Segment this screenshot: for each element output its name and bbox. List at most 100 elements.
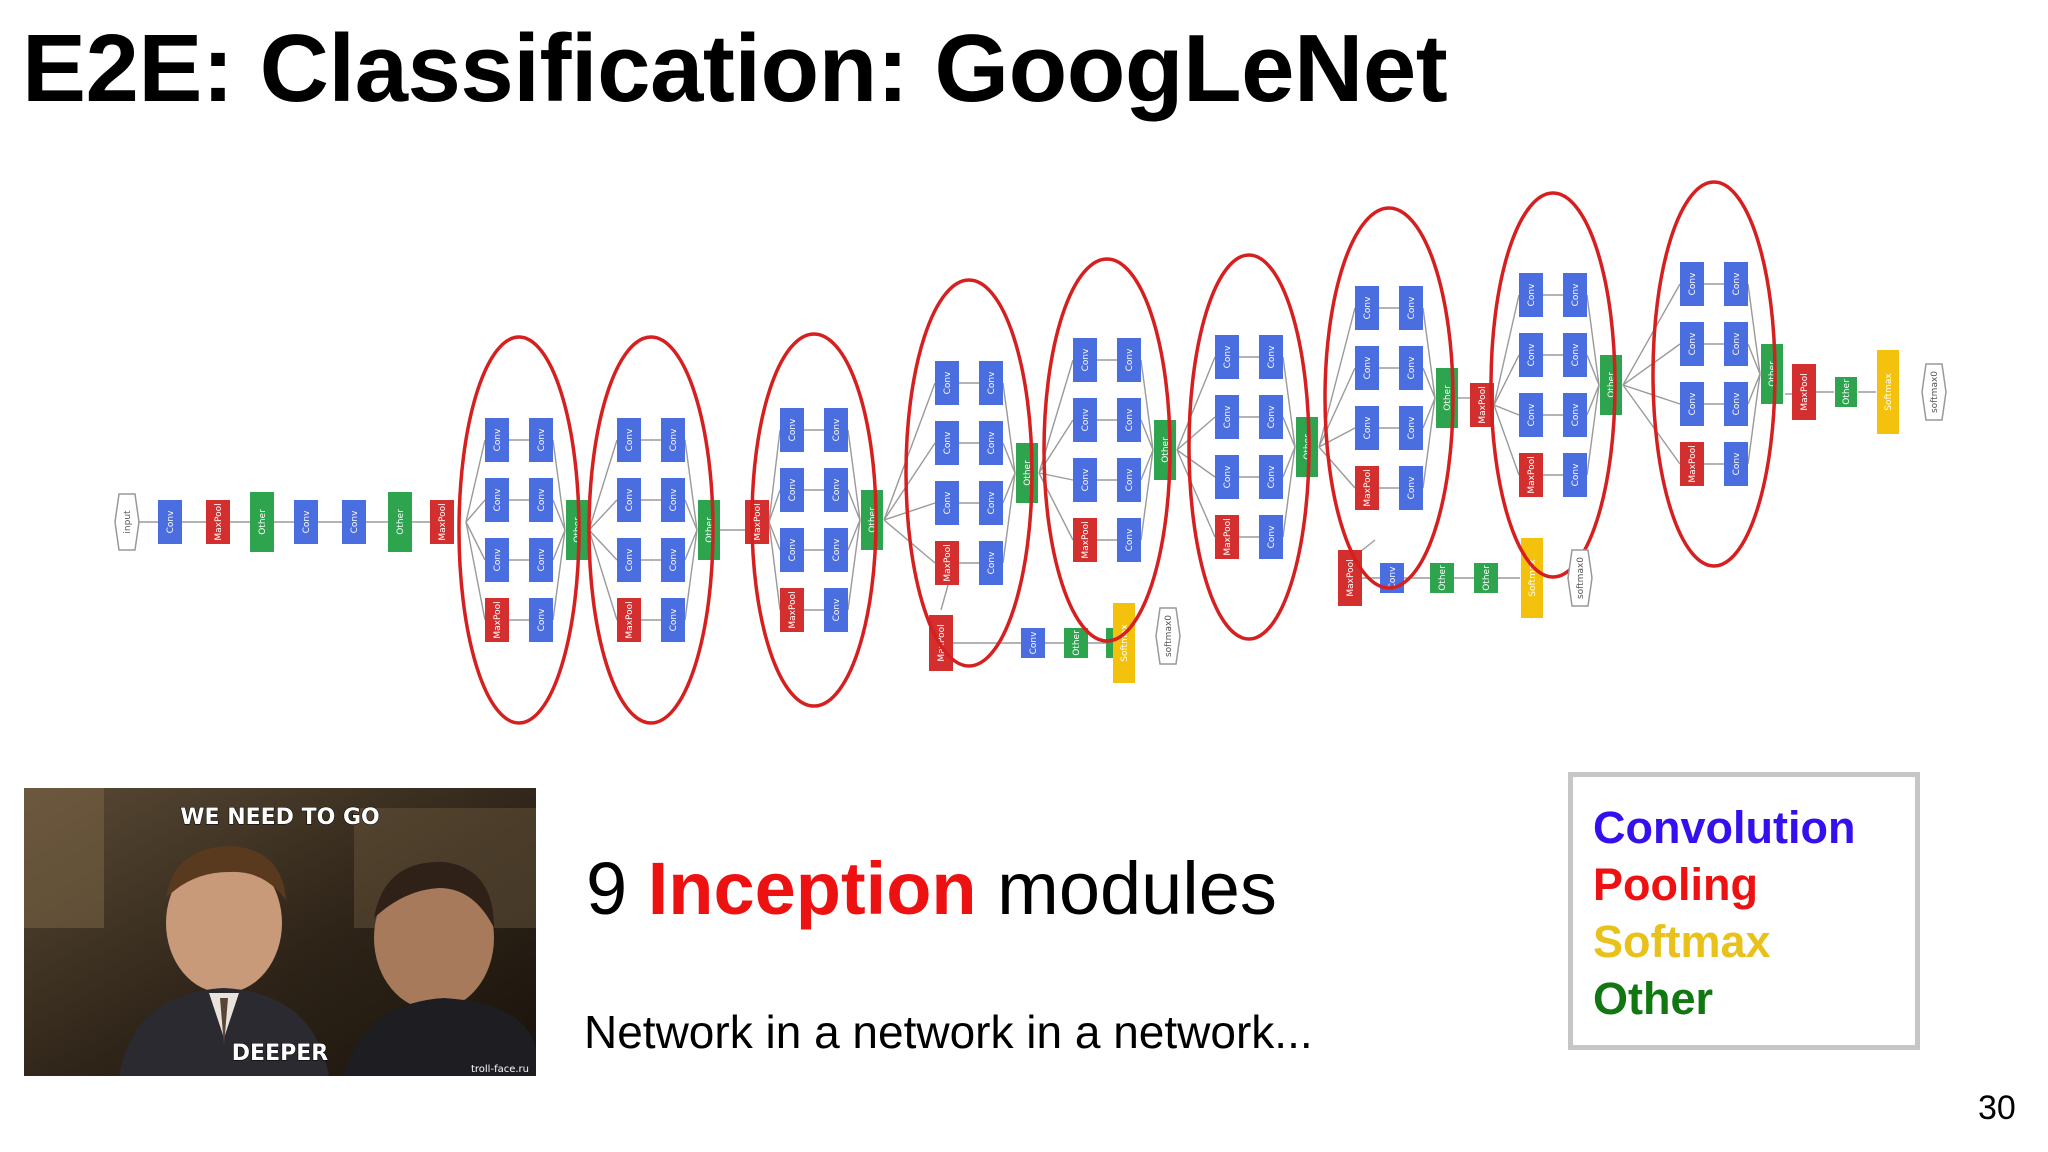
conv-node: Conv bbox=[979, 541, 1003, 585]
meme-watermark: troll-face.ru bbox=[471, 1064, 529, 1075]
svg-text:Conv: Conv bbox=[1688, 272, 1698, 295]
svg-text:Conv: Conv bbox=[1407, 476, 1417, 499]
meme-top-text: WE NEED TO GO bbox=[180, 805, 379, 830]
inception-module-ring bbox=[589, 337, 713, 723]
inception-module-ring bbox=[1325, 208, 1453, 588]
conv-node: Conv bbox=[1259, 455, 1283, 499]
svg-text:Conv: Conv bbox=[832, 478, 842, 501]
svg-text:Other: Other bbox=[1072, 630, 1082, 656]
svg-text:Conv: Conv bbox=[1527, 343, 1537, 366]
edge bbox=[1319, 447, 1355, 488]
svg-text:Conv: Conv bbox=[1571, 403, 1581, 426]
svg-text:input: input bbox=[123, 510, 133, 534]
svg-text:Conv: Conv bbox=[943, 371, 953, 394]
conv-node: Conv bbox=[1117, 338, 1141, 382]
conv-node: Conv bbox=[979, 481, 1003, 525]
conv-node: Conv bbox=[529, 598, 553, 642]
svg-text:Conv: Conv bbox=[1732, 392, 1742, 415]
svg-text:Conv: Conv bbox=[943, 431, 953, 454]
pool-node: MaxPool bbox=[1519, 453, 1543, 497]
svg-text:Conv: Conv bbox=[1267, 405, 1277, 428]
svg-text:Conv: Conv bbox=[1527, 403, 1537, 426]
svg-text:Conv: Conv bbox=[1267, 525, 1277, 548]
other-node: Other bbox=[1761, 344, 1783, 404]
conv-node: Conv bbox=[1680, 262, 1704, 306]
other-node: Other bbox=[1016, 443, 1038, 503]
svg-text:Conv: Conv bbox=[832, 418, 842, 441]
svg-text:Conv: Conv bbox=[1081, 468, 1091, 491]
conv-node: Conv bbox=[617, 538, 641, 582]
conv-node: Conv bbox=[342, 500, 366, 544]
svg-text:Conv: Conv bbox=[669, 608, 679, 631]
svg-text:Conv: Conv bbox=[987, 551, 997, 574]
svg-text:Conv: Conv bbox=[1081, 348, 1091, 371]
conv-node: Conv bbox=[617, 418, 641, 462]
svg-text:Conv: Conv bbox=[537, 488, 547, 511]
diagram-edges bbox=[139, 284, 1876, 643]
svg-text:Conv: Conv bbox=[1571, 463, 1581, 486]
svg-text:Other: Other bbox=[258, 509, 268, 535]
legend-softmax: Softmax bbox=[1593, 913, 1895, 970]
conv-node: Conv bbox=[1563, 333, 1587, 377]
svg-text:Conv: Conv bbox=[987, 431, 997, 454]
svg-text:MaxPool: MaxPool bbox=[214, 503, 224, 540]
svg-text:Conv: Conv bbox=[1732, 272, 1742, 295]
conv-node: Conv bbox=[1355, 406, 1379, 450]
conv-node: Conv bbox=[824, 468, 848, 512]
inception-module-ring bbox=[1491, 193, 1615, 577]
svg-text:Conv: Conv bbox=[1688, 332, 1698, 355]
svg-text:Conv: Conv bbox=[302, 510, 312, 533]
pool-node: MaxPool bbox=[780, 588, 804, 632]
page-number: 30 bbox=[1978, 1088, 2016, 1128]
inception-module-ring bbox=[459, 337, 579, 723]
svg-text:softmax0: softmax0 bbox=[1576, 557, 1586, 599]
svg-text:softmax0: softmax0 bbox=[1930, 371, 1940, 413]
conv-node: Conv bbox=[529, 418, 553, 462]
other-node: Other bbox=[388, 492, 412, 552]
conv-node: Conv bbox=[1215, 395, 1239, 439]
svg-text:MaxPool: MaxPool bbox=[1346, 559, 1356, 596]
svg-text:Conv: Conv bbox=[788, 478, 798, 501]
svg-text:Conv: Conv bbox=[625, 548, 635, 571]
svg-text:Conv: Conv bbox=[1571, 283, 1581, 306]
inception-module-ring bbox=[1044, 259, 1170, 641]
svg-text:Other: Other bbox=[396, 509, 406, 535]
other-node: Other bbox=[1154, 420, 1176, 480]
svg-text:MaxPool: MaxPool bbox=[788, 591, 798, 628]
svg-text:MaxPool: MaxPool bbox=[1081, 521, 1091, 558]
network-subtitle: Network in a network in a network... bbox=[584, 1004, 1313, 1060]
conv-node: Conv bbox=[1073, 398, 1097, 442]
conv-node: Conv bbox=[661, 418, 685, 462]
conv-node: Conv bbox=[529, 538, 553, 582]
svg-text:MaxPool: MaxPool bbox=[625, 601, 635, 638]
svg-text:softmax0: softmax0 bbox=[1164, 615, 1174, 657]
svg-text:MaxPool: MaxPool bbox=[1478, 386, 1488, 423]
svg-text:Conv: Conv bbox=[1125, 528, 1135, 551]
conv-node: Conv bbox=[1519, 333, 1543, 377]
softmax-node: Softmax bbox=[1521, 538, 1543, 618]
conv-node: Conv bbox=[1399, 406, 1423, 450]
conv-node: Conv bbox=[1724, 442, 1748, 486]
softmax-node: Softmax bbox=[1877, 350, 1899, 434]
svg-text:Conv: Conv bbox=[1732, 332, 1742, 355]
svg-text:MaxPool: MaxPool bbox=[493, 601, 503, 638]
conv-node: Conv bbox=[485, 538, 509, 582]
softmax-node: Softmax bbox=[1113, 603, 1135, 683]
terminal-node: softmax0 bbox=[1922, 364, 1946, 420]
conv-node: Conv bbox=[661, 538, 685, 582]
conv-node: Conv bbox=[1117, 518, 1141, 562]
pool-node: MaxPool bbox=[206, 500, 230, 544]
conv-node: Conv bbox=[1724, 322, 1748, 366]
legend-other: Other bbox=[1593, 970, 1895, 1027]
pool-node: MaxPool bbox=[1338, 550, 1362, 606]
conv-node: Conv bbox=[979, 421, 1003, 465]
edge bbox=[1494, 295, 1519, 405]
conv-node: Conv bbox=[1117, 398, 1141, 442]
svg-text:Conv: Conv bbox=[166, 510, 176, 533]
pool-node: MaxPool bbox=[935, 541, 959, 585]
conv-node: Conv bbox=[661, 478, 685, 522]
conv-node: Conv bbox=[294, 500, 318, 544]
pool-node: MaxPool bbox=[1792, 364, 1816, 420]
edge bbox=[1177, 357, 1215, 450]
